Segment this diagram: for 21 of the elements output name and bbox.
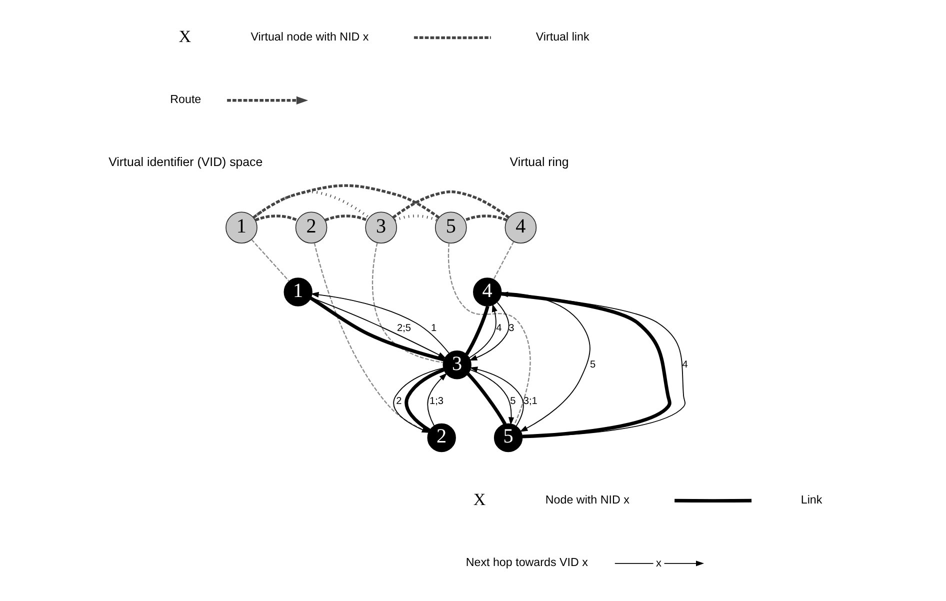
legend-label: Node with NID x bbox=[545, 493, 630, 506]
edge-label: 1;3 bbox=[430, 396, 444, 407]
edge-label: 1 bbox=[431, 323, 437, 334]
label: x bbox=[656, 557, 662, 570]
edge-label: 4 bbox=[682, 360, 688, 371]
label: Virtual ring bbox=[510, 155, 569, 170]
edge-label: 4 bbox=[496, 323, 502, 334]
edge-label: 3;1 bbox=[523, 396, 538, 407]
edge-label: 2 bbox=[396, 396, 402, 407]
legend-label: Link bbox=[800, 493, 822, 506]
edge-label: 5 bbox=[590, 360, 596, 371]
label: X bbox=[178, 26, 192, 46]
edge-label: 3 bbox=[508, 323, 514, 334]
legend-label: Next hop towards VID x bbox=[466, 556, 588, 570]
edge-label: 2;5 bbox=[396, 323, 411, 334]
label: X bbox=[473, 490, 486, 509]
legend-label: Route bbox=[170, 93, 202, 106]
legend-label: Virtual node with NID x bbox=[250, 30, 369, 44]
edge-label: 5 bbox=[510, 396, 516, 407]
legend-label: Virtual link bbox=[536, 30, 590, 44]
label: Virtual identifier (VID) space bbox=[108, 155, 263, 170]
